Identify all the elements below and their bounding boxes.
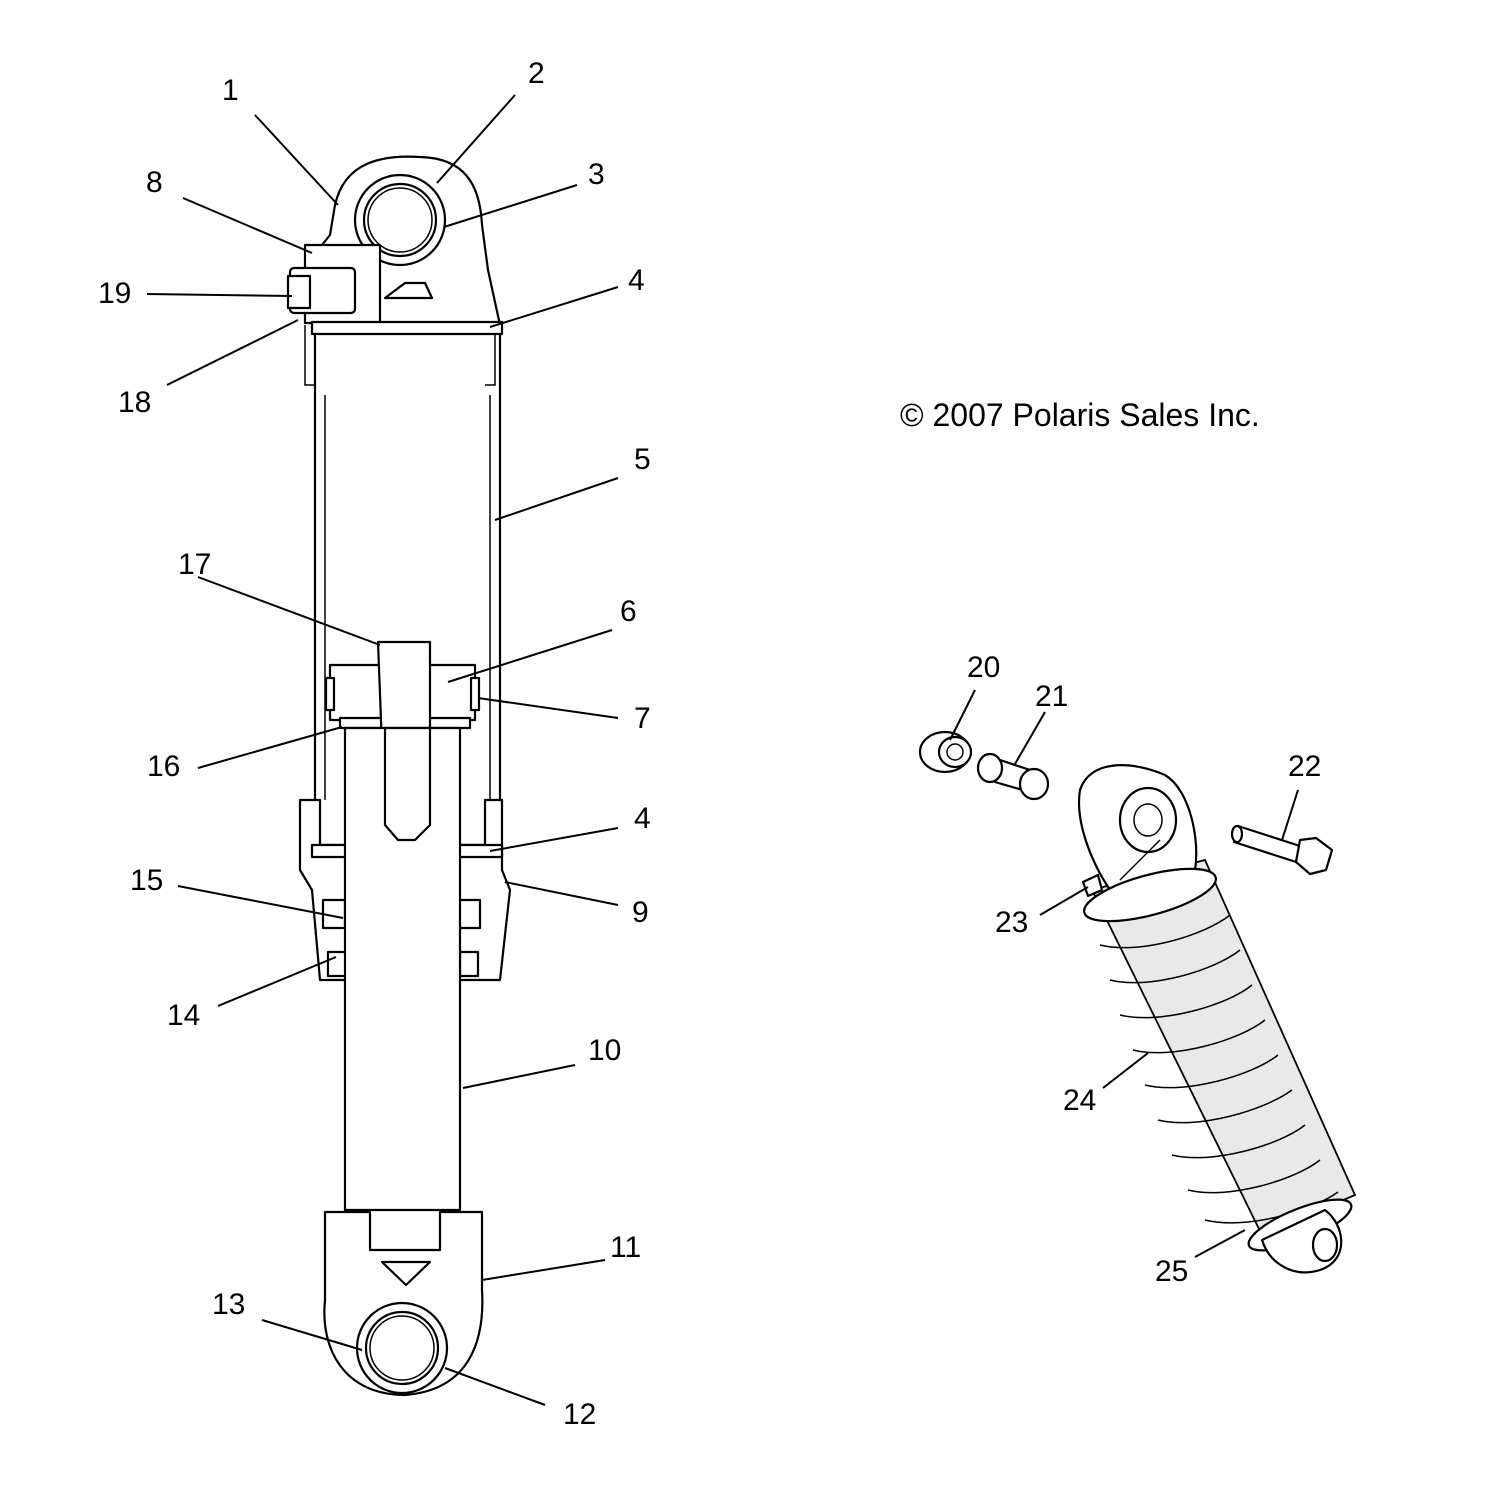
- flange-nut: [918, 730, 973, 774]
- piston-band-right: [469, 676, 481, 712]
- callout-14: 14: [167, 999, 200, 1032]
- callout-19: 19: [98, 277, 131, 310]
- bottom-eye-bushing: [364, 1310, 440, 1386]
- callout-10: 10: [588, 1034, 621, 1067]
- callout-24: 24: [1063, 1084, 1096, 1117]
- bearing-seal-right: [456, 898, 482, 930]
- callout-4-bottom: 4: [634, 802, 651, 835]
- callout-16: 16: [147, 750, 180, 783]
- wiper-right: [458, 950, 480, 978]
- callout-12: 12: [563, 1398, 596, 1431]
- callout-8: 8: [146, 166, 163, 199]
- callout-5: 5: [634, 443, 651, 476]
- bottom-eye-bushing-inner: [369, 1315, 435, 1381]
- shock-assembly-isometric: [918, 730, 1357, 1274]
- callout-18: 18: [118, 386, 151, 419]
- callout-2: 2: [528, 57, 545, 90]
- callout-7: 7: [634, 702, 651, 735]
- top-seal-ring: [310, 320, 504, 336]
- callout-13: 13: [212, 1288, 245, 1321]
- callout-4-top: 4: [628, 264, 645, 297]
- callout-22: 22: [1288, 750, 1321, 783]
- body-tube-top-shoulder: [304, 325, 496, 386]
- callout-23: 23: [995, 906, 1028, 939]
- top-eye-bushing: [362, 182, 438, 258]
- bottom-eye-cone: [380, 1260, 432, 1287]
- leader-lines: [146, 94, 1299, 1406]
- callout-1: 1: [222, 74, 239, 107]
- piston-band: [324, 676, 336, 712]
- fill-cone: [383, 281, 434, 300]
- callout-11: 11: [610, 1231, 641, 1264]
- shock-cross-section: [286, 155, 512, 1397]
- callout-labels: 1 2 3 4 4 5 6 7 8 9 10 11 12 13 14 15 16…: [98, 57, 1321, 1431]
- callout-15: 15: [130, 864, 163, 897]
- callout-17: 17: [178, 548, 211, 581]
- valve-core: [286, 274, 312, 310]
- callout-9: 9: [632, 896, 649, 929]
- adjuster-screw: [1081, 873, 1104, 898]
- wiper-left: [326, 950, 348, 978]
- callout-21: 21: [1035, 680, 1068, 713]
- mounting-bolt: [1230, 824, 1334, 876]
- callout-3: 3: [588, 158, 605, 191]
- callout-20: 20: [967, 651, 1000, 684]
- assembly-bottom-eye: [1247, 1198, 1353, 1274]
- top-eye-bushing-inner: [367, 187, 433, 253]
- assembly-top-eye: [1078, 764, 1198, 892]
- copyright-notice: © 2007 Polaris Sales Inc.: [900, 397, 1260, 433]
- callout-6: 6: [620, 595, 637, 628]
- callout-25: 25: [1155, 1255, 1188, 1288]
- shaft-tip: [383, 726, 432, 842]
- spring-retainer: [1083, 867, 1217, 923]
- spacer-bushing: [976, 752, 1050, 801]
